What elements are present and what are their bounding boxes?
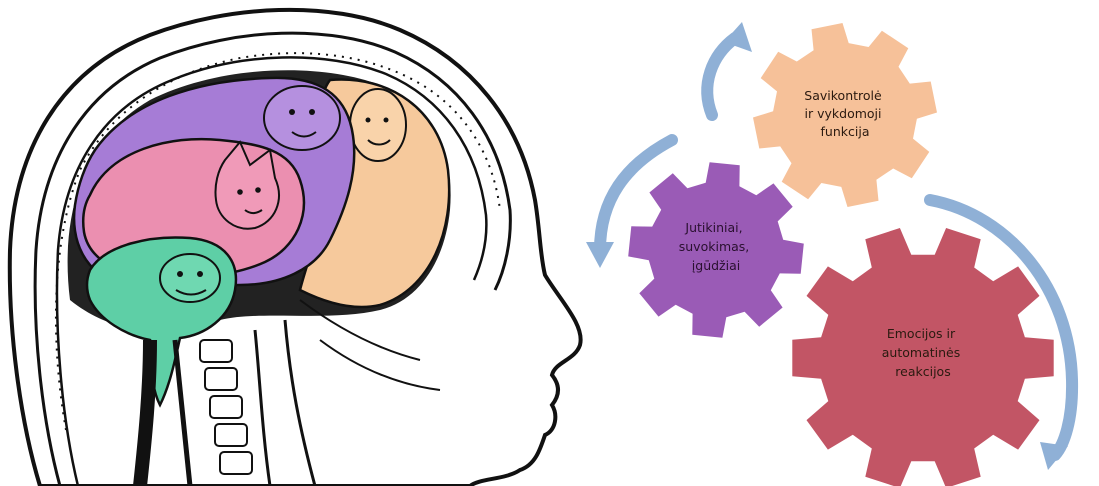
gear-cycle: Savikontrolė ir vykdomoji funkcija Jutik…	[586, 22, 1072, 486]
arrow-to-top-gear	[707, 38, 735, 115]
arrowhead-right	[1040, 442, 1068, 470]
head-illustration	[10, 10, 581, 486]
arrowhead-left	[586, 242, 614, 268]
